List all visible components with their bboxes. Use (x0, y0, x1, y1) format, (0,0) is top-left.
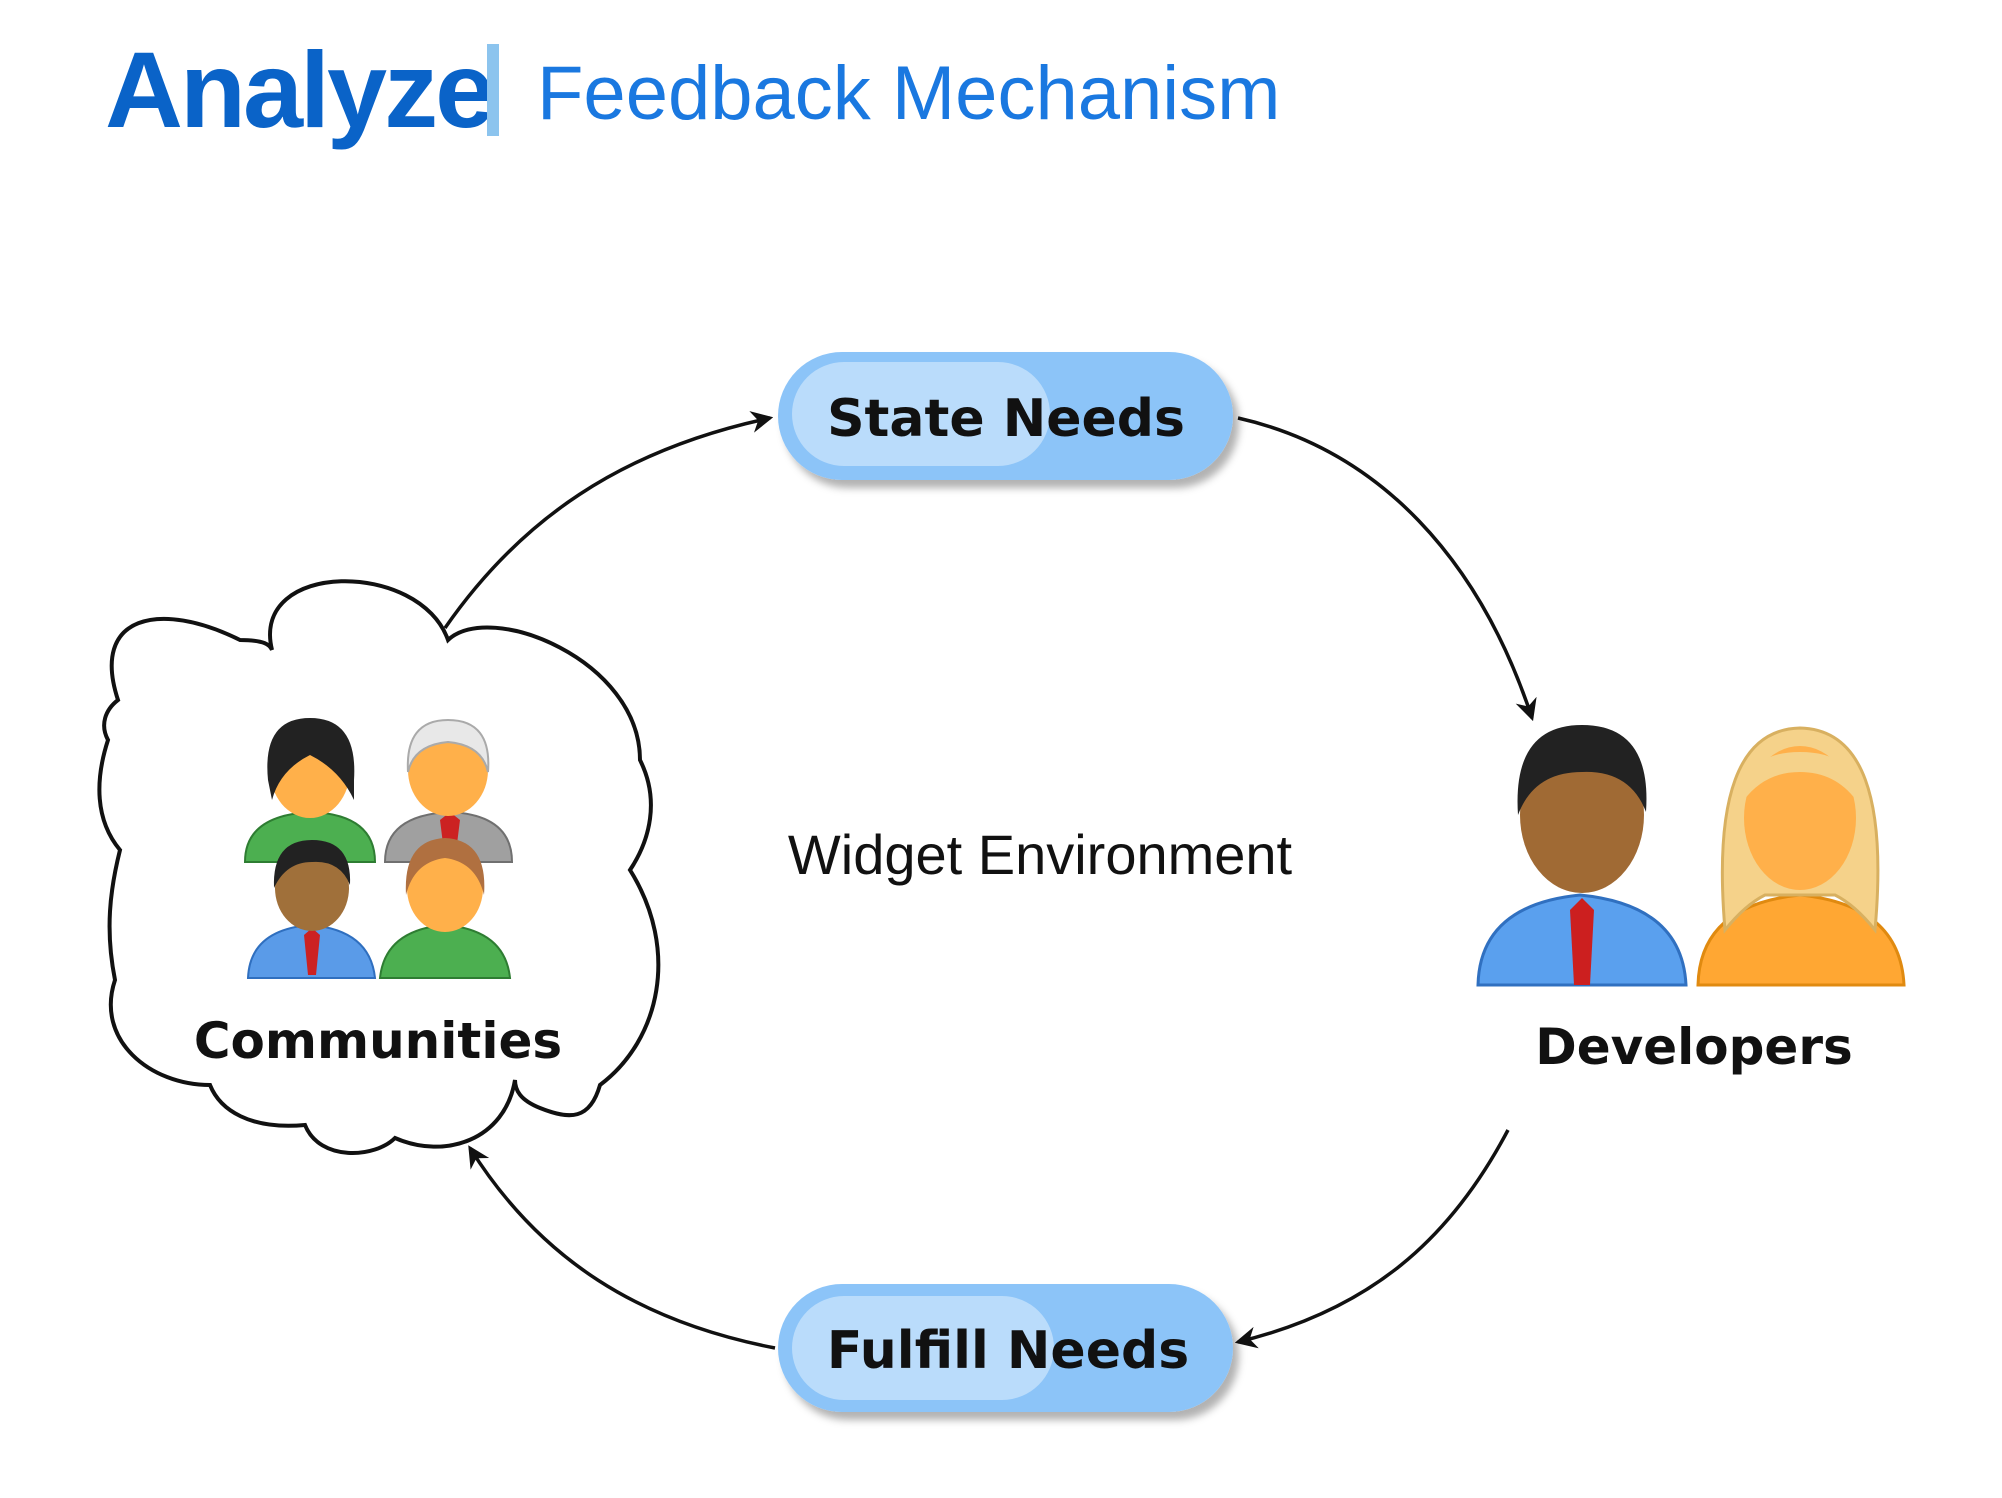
title-separator (487, 44, 499, 136)
communities-label: Communities (194, 1012, 562, 1070)
developer-male-icon (1476, 725, 1688, 987)
page-title: Analyze (105, 29, 495, 150)
page-subtitle: Feedback Mechanism (537, 51, 1281, 136)
arrow-developers-to-fulfill-needs (1234, 1129, 1510, 1349)
developers-label: Developers (1535, 1018, 1853, 1076)
developer-female-icon (1696, 726, 1906, 987)
arrow-fulfill-needs-to-communities (468, 1145, 776, 1350)
cloud-icon (97, 579, 661, 1155)
state-needs-label: State Needs (827, 389, 1185, 449)
widget-environment-label: Widget Environment (788, 823, 1293, 886)
fulfill-needs-node (778, 1284, 1233, 1412)
fulfill-needs-label: Fulfill Needs (827, 1321, 1189, 1381)
state-needs-node (778, 352, 1233, 480)
arrow-communities-to-state-needs (443, 411, 774, 629)
arrow-state-needs-to-developers (1237, 416, 1537, 722)
community-group-icon (243, 718, 514, 979)
